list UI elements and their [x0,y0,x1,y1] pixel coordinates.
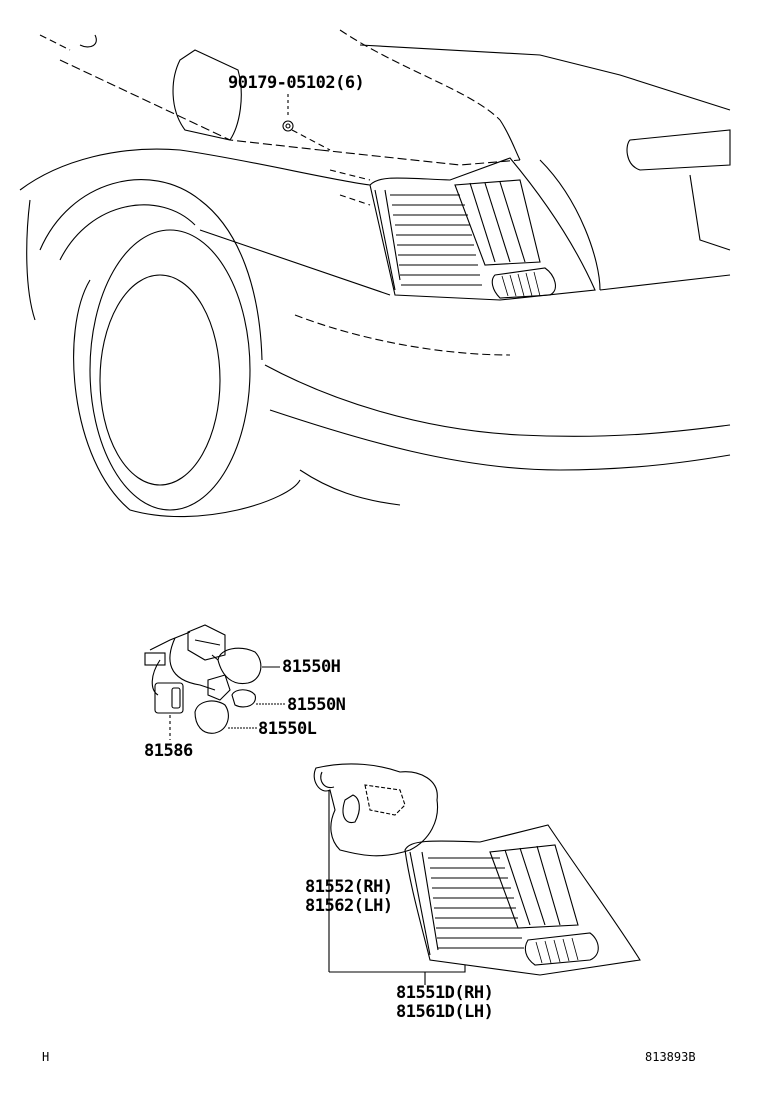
footer-code: H [42,1050,50,1064]
figure-id: 813893B [645,1050,696,1064]
callout-lamp-lh[interactable]: 81561D(LH) [396,1002,494,1022]
bulb-socket-group [144,624,285,740]
callout-gasket-lh[interactable]: 81562(LH) [305,896,393,916]
callout-lamp-rh[interactable]: 81551D(RH) [396,983,494,1003]
lamp-gasket-drawing [313,763,439,972]
tail-lamp-drawing [329,824,641,985]
callout-bulb-81550n[interactable]: 81550N [287,695,346,715]
callout-bulb-81550l[interactable]: 81550L [258,719,317,739]
callout-bulb-81550h[interactable]: 81550H [282,657,341,677]
callout-gasket-rh[interactable]: 81552(RH) [305,877,393,897]
callout-clip-part-number[interactable]: 90179-05102(6) [228,73,365,93]
car-rear-quarter-illustration [19,29,731,518]
callout-socket-wire-81586[interactable]: 81586 [144,741,193,761]
